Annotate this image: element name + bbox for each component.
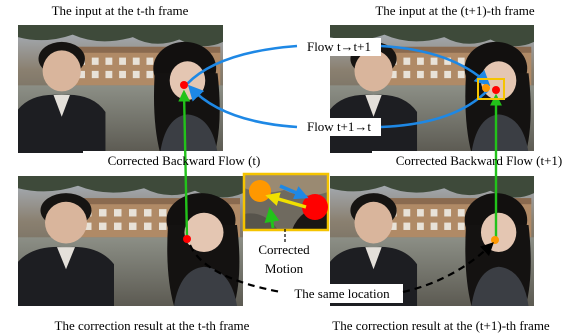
corrected-backward-flow-t-arrow — [178, 89, 191, 239]
flow-forward-arrow — [380, 44, 491, 87]
corrected-motion-label-line2: Motion — [265, 261, 304, 276]
zoom-green-arrow — [264, 207, 280, 229]
same-location-label-bg — [281, 284, 403, 303]
corrected-backward-flow-t1-label: Corrected Backward Flow (t+1) — [396, 153, 563, 168]
corrected-backward-flow-t-label: Corrected Backward Flow (t) — [108, 153, 261, 168]
zoom-point-orange — [249, 180, 271, 202]
zoom-flow-arrow — [279, 184, 309, 200]
point-t1-orange — [482, 84, 490, 92]
flow-backward-label: Flow t+1→t — [307, 119, 371, 134]
flow-forward-label: Flow t→t+1 — [307, 39, 371, 54]
point-t-result — [183, 235, 191, 243]
flow-backward-arrow — [187, 84, 298, 129]
point-t-input — [180, 81, 188, 89]
caption-top-right: The input at the (t+1)-th frame — [375, 3, 535, 18]
highlight-box — [477, 78, 505, 100]
flow-forward-arrow-tail — [186, 44, 298, 85]
same-location-right-connector — [402, 242, 494, 294]
zoom-point-red — [302, 194, 328, 220]
corrected-t1-label-bg — [372, 151, 586, 170]
flow-backward-label-bg — [297, 118, 381, 136]
corrected-motion-label-bg — [246, 227, 322, 281]
zoom-inset — [242, 172, 330, 232]
point-t1-result — [491, 236, 499, 244]
caption-bottom-left: The correction result at the t-th frame — [55, 318, 250, 333]
point-t1-red — [492, 86, 500, 94]
photo-bottom-left — [18, 176, 243, 306]
flow-backward-arrow-tail — [380, 89, 489, 129]
same-location-label: The same location — [294, 286, 390, 301]
caption-bottom-right: The correction result at the (t+1)-th fr… — [332, 318, 550, 333]
zoom-inset-border — [242, 172, 330, 232]
same-location-left-connector — [188, 244, 282, 294]
zoom-corrected-arrow — [265, 192, 307, 209]
corrected-motion-label-line1: Corrected — [258, 242, 310, 257]
caption-top-left: The input at the t-th frame — [52, 3, 189, 18]
flow-forward-label-bg — [297, 38, 381, 56]
